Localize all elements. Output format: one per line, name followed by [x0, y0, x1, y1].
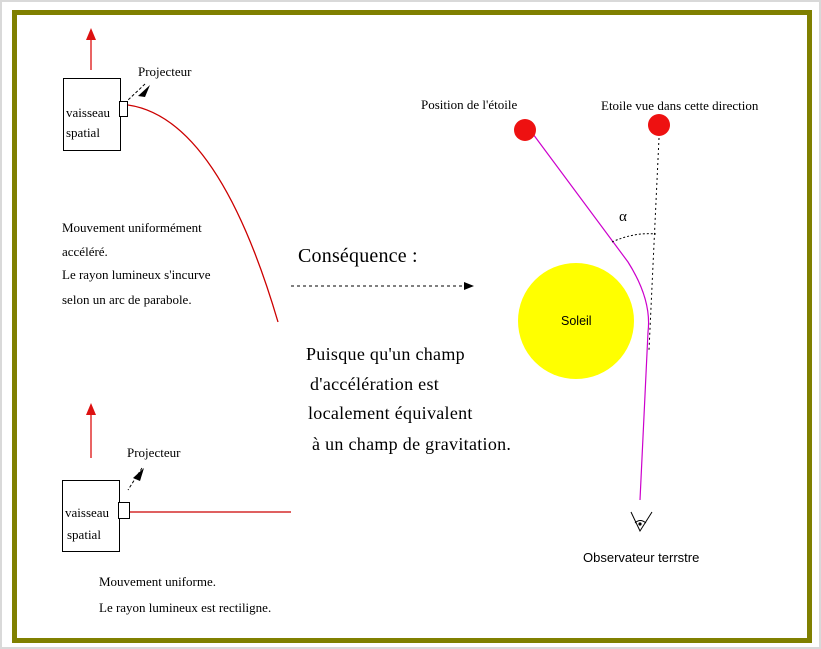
alpha-angle-arc: [611, 233, 657, 243]
observer-eye-icon: [630, 511, 653, 533]
star-apparent-label: Etoile vue dans cette direction: [601, 98, 759, 113]
consequence-arrow: [291, 282, 474, 290]
top-acceleration-arrow: [86, 28, 96, 70]
spaceship-label-line2: spatial: [67, 527, 101, 542]
spaceship-box-top: vaisseau spatial: [63, 78, 121, 151]
sun: [518, 263, 634, 379]
projector-bottom: [118, 502, 130, 519]
consequence-line4: à un champ de gravitation.: [312, 434, 512, 454]
projector-label-bottom: Projecteur: [127, 445, 181, 460]
apparent-direction-line: [648, 137, 660, 351]
projector-label-top: Projecteur: [138, 64, 192, 79]
sun-label: Soleil: [561, 314, 592, 328]
bottom-caption-line2: Le rayon lumineux est rectiligne.: [99, 600, 272, 615]
consequence-label: Conséquence :: [298, 245, 418, 267]
alpha-label: α: [619, 209, 627, 225]
consequence-line1: Puisque qu'un champ: [306, 344, 465, 364]
top-caption-line2: accéléré.: [62, 244, 108, 259]
spaceship-label-line2: spatial: [66, 125, 100, 140]
curved-light-beam: [127, 104, 279, 323]
observer-label: Observateur terrstre: [583, 550, 700, 565]
star-true-position: [514, 119, 536, 141]
top-caption-line3: Le rayon lumineux s'incurve: [62, 267, 211, 282]
top-caption-line1: Mouvement uniformément: [62, 220, 202, 235]
projector-top: [119, 101, 128, 117]
consequence-line3: localement équivalent: [308, 403, 473, 423]
spaceship-box-bottom: vaisseau spatial: [62, 480, 120, 552]
star-position-label: Position de l'étoile: [421, 97, 518, 112]
bent-light-path: [532, 133, 650, 501]
spaceship-label-line1: vaisseau: [65, 505, 110, 520]
bottom-caption-line1: Mouvement uniforme.: [99, 574, 216, 589]
spaceship-label-line1: vaisseau: [66, 105, 111, 120]
olive-border: [12, 10, 812, 643]
bottom-acceleration-arrow: [86, 403, 96, 458]
top-caption-line4: selon un arc de parabole.: [62, 292, 192, 307]
star-apparent-position: [648, 114, 670, 136]
bottom-projector-pointer: [127, 467, 144, 491]
consequence-line2: d'accélération est: [310, 374, 440, 394]
top-projector-pointer: [127, 83, 150, 101]
